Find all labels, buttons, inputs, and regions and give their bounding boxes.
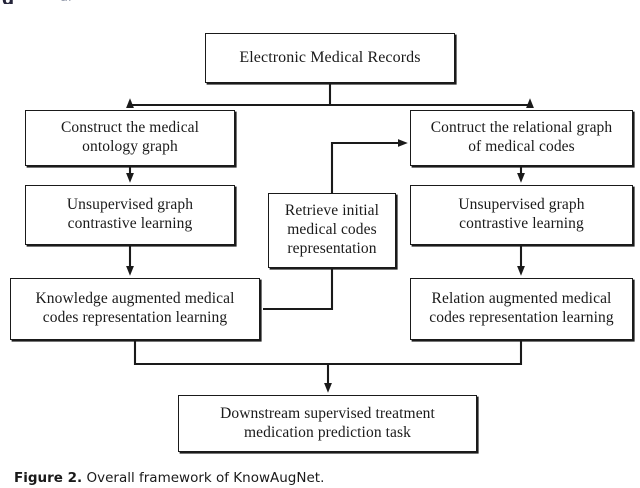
node-retrieve-initial-medical-codes-representation[interactable]: Retrieve initial medical codes represent… (268, 193, 396, 268)
figure-caption-label: Figure 2. (14, 470, 83, 486)
node-downstream-supervised-treatment-medication-prediction-task[interactable]: Downstream supervised treatment medicati… (178, 395, 477, 452)
node-unsupervised-graph-contrastive-learning-left[interactable]: Unsupervised graph contrastive learning (25, 185, 235, 245)
figure-caption: Figure 2. Overall framework of KnowAugNe… (14, 470, 626, 488)
cropped-text-artifact-secondary: ar (60, 0, 73, 1)
node-construct-medical-ontology-graph[interactable]: Construct the medical ontology graph (25, 110, 235, 166)
node-unsupervised-graph-contrastive-learning-right[interactable]: Unsupervised graph contrastive learning (410, 185, 633, 245)
node-knowledge-augmented-representation-learning[interactable]: Knowledge augmented medical codes repres… (10, 278, 260, 340)
edge-bottom-merge-bar (133, 340, 523, 366)
figure-caption-text: Overall framework of KnowAugNet. (86, 470, 325, 486)
node-relation-augmented-representation-learning[interactable]: Relation augmented medical codes represe… (410, 278, 633, 340)
node-electronic-medical-records[interactable]: Electronic Medical Records (205, 33, 455, 83)
node-construct-relational-graph-of-medical-codes[interactable]: Contruct the relational graph of medical… (410, 110, 633, 166)
edge-retrieve-to-knowledge (263, 268, 334, 311)
cropped-text-artifact: g (2, 0, 14, 4)
edge-retrieve-to-relational (330, 139, 408, 193)
